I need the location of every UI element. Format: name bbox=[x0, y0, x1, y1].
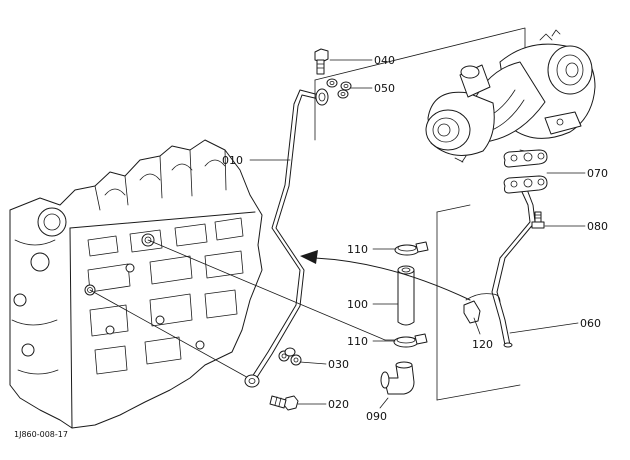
callout-020[interactable]: 020 bbox=[328, 398, 349, 411]
elbow-pipe-090[interactable] bbox=[380, 361, 415, 395]
callout-090[interactable]: 090 bbox=[366, 410, 387, 423]
oil-pipe-010[interactable] bbox=[244, 88, 329, 388]
callout-010[interactable]: 010 bbox=[222, 154, 243, 167]
callout-120[interactable]: 120 bbox=[472, 338, 493, 351]
callout-040[interactable]: 040 bbox=[374, 54, 395, 67]
hose-clamp-110-upper[interactable] bbox=[394, 241, 429, 256]
callout-060[interactable]: 060 bbox=[580, 317, 601, 330]
engine-block bbox=[9, 139, 263, 429]
callout-leaders bbox=[249, 59, 586, 409]
gasket-030[interactable] bbox=[278, 347, 302, 366]
direction-arrow bbox=[300, 250, 471, 301]
callout-050[interactable]: 050 bbox=[374, 82, 395, 95]
drawing-code: 1J860-008-17 bbox=[14, 430, 68, 439]
callout-100[interactable]: 100 bbox=[347, 298, 368, 311]
callout-110-upper[interactable]: 110 bbox=[347, 243, 368, 256]
oil-return-pipe-060[interactable] bbox=[491, 175, 548, 348]
gasket-050[interactable] bbox=[326, 78, 352, 99]
callout-110-lower[interactable]: 110 bbox=[347, 335, 368, 348]
callout-030[interactable]: 030 bbox=[328, 358, 349, 371]
hose-100[interactable] bbox=[397, 265, 415, 326]
clip-120[interactable] bbox=[463, 293, 501, 324]
callout-070[interactable]: 070 bbox=[587, 167, 608, 180]
turbocharger bbox=[425, 29, 596, 163]
banjo-bolt-020[interactable] bbox=[269, 395, 299, 411]
banjo-bolt-040[interactable] bbox=[314, 48, 329, 75]
callout-080[interactable]: 080 bbox=[587, 220, 608, 233]
hose-clamp-110-lower[interactable] bbox=[393, 333, 428, 348]
callout-labels: 040 050 010 070 080 110 100 110 120 060 … bbox=[222, 54, 608, 423]
gasket-070[interactable] bbox=[503, 149, 548, 168]
bolt-080[interactable] bbox=[531, 211, 545, 229]
